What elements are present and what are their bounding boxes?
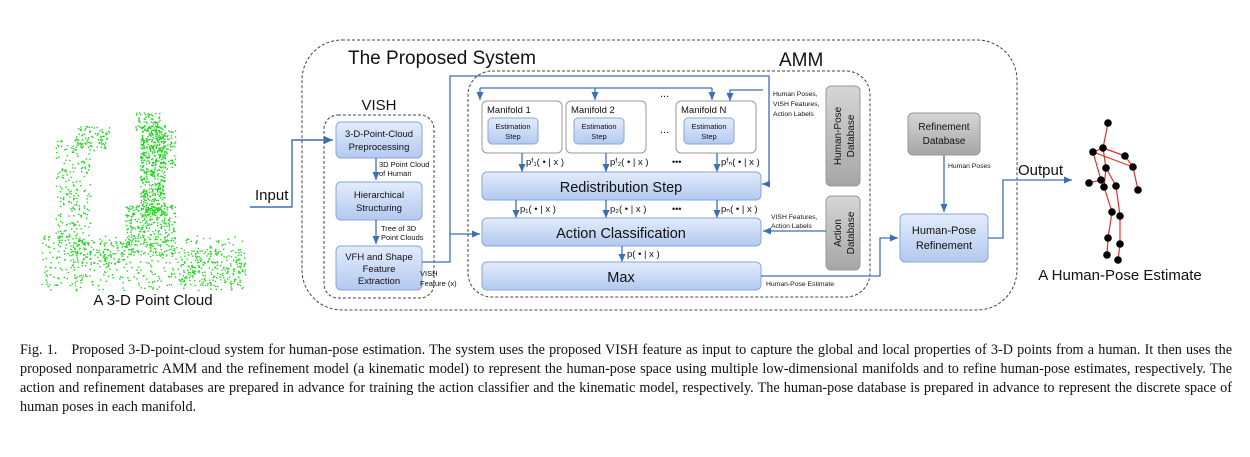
action-database [825, 195, 861, 271]
pf1-label: pᶠ₁( • | x ) [526, 157, 564, 168]
hierarchical-line2: Structuring [356, 203, 402, 214]
hierarchical-structuring-box [335, 181, 423, 221]
estimation-step-n-line2: Step [701, 132, 716, 141]
refinement-line1: Human-Pose [912, 225, 976, 237]
human-pose-skeleton [1085, 119, 1142, 264]
vish-feature-note-2: Feature (x) [420, 279, 457, 288]
max-label: Max [607, 270, 635, 286]
redistribution-step-box [481, 171, 762, 201]
preprocessing-line2: Preprocessing [349, 142, 410, 153]
human-pose-refinement-box [899, 213, 989, 263]
estimation-step-1-box [487, 117, 539, 145]
refinement-line2: Refinement [916, 240, 972, 252]
point-cloud-of-human-note-2: of Human [379, 169, 412, 178]
manifold-ellipsis-mid: ... [660, 124, 669, 136]
pose-estimate-label: A Human-Pose Estimate [1038, 267, 1201, 284]
estimation-step-n-line1: Estimation [691, 122, 726, 131]
pn-label: pₙ( • | x ) [721, 204, 758, 215]
vfh-feature-box [335, 245, 423, 291]
proposed-system-container [301, 39, 1018, 311]
arrow-vish-to-action [422, 230, 480, 263]
hierarchical-line1: Hierarchical [354, 190, 404, 201]
output-arrow [988, 176, 1072, 239]
human-poses-note-2: VISH Features, [773, 101, 820, 108]
action-note-1: VISH Features, [771, 214, 818, 221]
p2-label: p₂( • | x ) [610, 204, 646, 215]
figure-label: Fig. 1. [20, 342, 58, 358]
output-label: Output [1018, 162, 1064, 179]
estimation-step-1-line1: Estimation [495, 122, 530, 131]
vish-title: VISH [361, 97, 396, 114]
manifold-2-label: Manifold 2 [571, 105, 615, 116]
action-classification-label: Action Classification [556, 226, 686, 242]
refinement-db-line2: Database [923, 136, 966, 147]
p-dots: ••• [672, 204, 681, 214]
manifold-n-label: Manifold N [681, 105, 727, 116]
human-poses-note-3: Action Labels [773, 111, 814, 118]
caption-text: Proposed 3-D-point-cloud system for huma… [20, 342, 1232, 415]
human-pose-database [825, 85, 861, 187]
manifold-1-label: Manifold 1 [487, 105, 531, 116]
vish-feature-note-1: VISH [420, 269, 438, 278]
estimation-step-1-line2: Step [505, 132, 520, 141]
p-all-label: p( • | x ) [627, 249, 660, 260]
p1-label: p₁( • | x ) [520, 204, 556, 215]
vfh-line3: Extraction [358, 276, 400, 287]
point-cloud-of-human-note-1: 3D Point Cloud [379, 160, 429, 169]
estimation-step-2-line1: Estimation [581, 122, 616, 131]
refinement-db-line1: Refinement [918, 122, 969, 133]
system-diagram: A 3-D Point Cloud Input The Proposed Sys… [41, 39, 1202, 311]
point-cloud-figure [41, 112, 247, 292]
pf-dots: ••• [672, 157, 681, 167]
estimation-step-n-box [683, 117, 735, 145]
preprocessing-line1: 3-D-Point-Cloud [345, 129, 413, 140]
point-cloud-label: A 3-D Point Cloud [93, 292, 212, 309]
proposed-system-title: The Proposed System [348, 48, 536, 69]
human-poses-refine-note: Human Poses [948, 163, 991, 170]
vfh-line2: Feature [363, 264, 396, 275]
human-pose-estimate-note: Human-Pose Estimate [766, 281, 834, 288]
action-note-2: Action Labels [771, 223, 812, 230]
action-db-line1: Action [833, 219, 844, 247]
manifold-ellipsis-top: ... [660, 88, 669, 100]
estimation-step-2-line2: Step [591, 132, 606, 141]
arrow-max-to-refinement [761, 234, 898, 277]
pf2-label: pᶠ₂( • | x ) [610, 157, 649, 168]
human-pose-db-line1: Human-Pose [833, 106, 844, 165]
arrow-hpdb-to-manifolds [726, 89, 763, 101]
tree-of-point-clouds-note-1: Tree of 3D [381, 224, 417, 233]
action-db-line2: Database [846, 211, 857, 254]
input-arrow [250, 136, 333, 208]
human-pose-db-line2: Database [846, 114, 857, 157]
arrow-vish-to-manifolds [449, 75, 771, 234]
pfn-label: pᶠₙ( • | x ) [721, 157, 760, 168]
preprocessing-box [335, 121, 423, 159]
estimation-step-2-box [573, 117, 625, 145]
tree-of-point-clouds-note-2: Point Clouds [381, 233, 424, 242]
redistribution-step-label: Redistribution Step [560, 180, 683, 196]
vish-container [323, 114, 435, 299]
human-poses-note-1: Human Poses, [773, 91, 818, 98]
amm-title: AMM [779, 50, 823, 71]
figure-caption: Fig. 1.Proposed 3-D-point-cloud system f… [20, 341, 1232, 417]
vfh-line1: VFH and Shape [345, 252, 413, 263]
amm-container [467, 70, 871, 298]
input-label: Input [255, 187, 289, 204]
refinement-database [907, 112, 981, 156]
